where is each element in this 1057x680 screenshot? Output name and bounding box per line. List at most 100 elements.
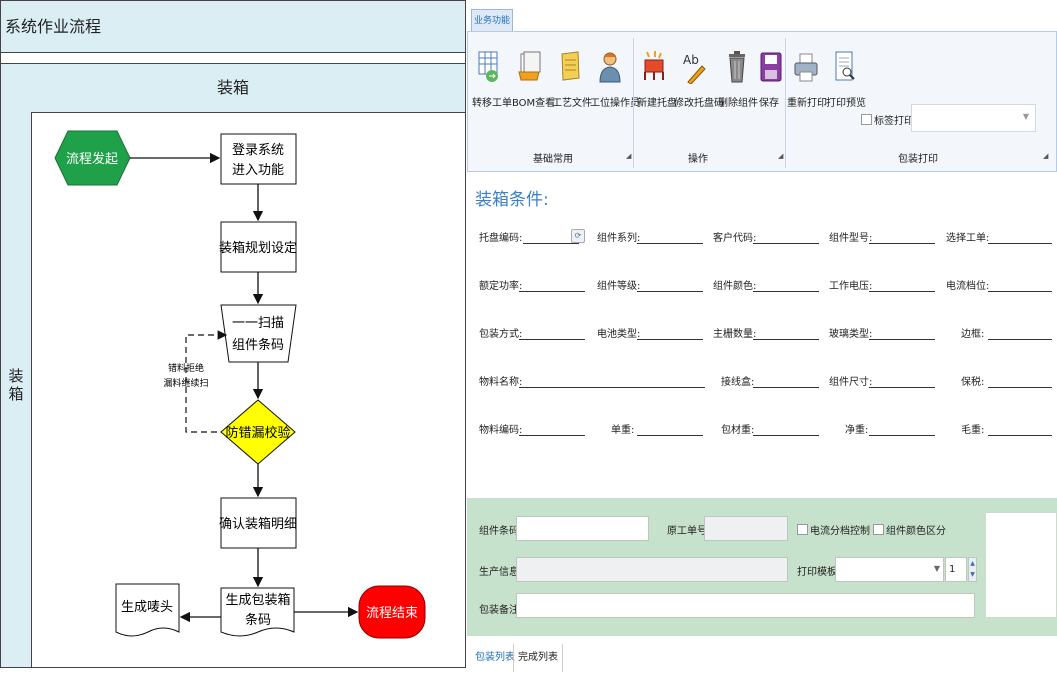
packing-mode-field[interactable]: 包装方式: (479, 325, 587, 343)
working-voltage-field[interactable]: 工作电压: (829, 277, 937, 295)
frame-field[interactable]: 边框: (961, 325, 1054, 343)
operator-icon (599, 52, 621, 83)
trash-icon (729, 51, 745, 83)
rated-power-field[interactable]: 额定功率: (479, 277, 587, 295)
current-level-field[interactable]: 电流档位: (946, 277, 1054, 295)
busbar-count-field[interactable]: 主栅数量: (713, 325, 821, 343)
busbar-count-label: 主栅数量: (713, 329, 757, 340)
refresh-icon[interactable]: ⟳ (571, 229, 585, 243)
junction-box-line (753, 387, 819, 388)
gross-weight-label: 毛重: (961, 425, 985, 436)
flow-loop-note-2: 漏料继续扫 (163, 377, 208, 389)
flow-barcode-label-2: 条码 (245, 612, 271, 628)
tab-business-functions[interactable]: 业务功能 (471, 9, 513, 32)
tab-done-list[interactable]: 完成列表 (513, 644, 563, 672)
junction-box-label: 接线盒: (721, 377, 755, 388)
tax-field[interactable]: 保税: (961, 373, 1054, 391)
working-voltage-line (869, 291, 935, 292)
flow-scan-label-1: 一一扫描 (232, 316, 284, 331)
gross-weight-field[interactable]: 毛重: (961, 421, 1054, 439)
net-weight-field[interactable]: 净重: (845, 421, 937, 439)
ribbon-divider (633, 38, 634, 168)
reprint-button[interactable]: 重新打印 (787, 36, 827, 148)
group-operate-launcher-icon[interactable]: ◢ (778, 152, 784, 160)
flow-lane-side-label: 装箱 (8, 367, 24, 403)
flow-login-label-1: 登录系统 (232, 143, 284, 158)
color-distinguish-checkbox[interactable]: 组件颜色区分 (873, 522, 946, 537)
new-pallet-button[interactable]: 新建托盘 (637, 36, 677, 148)
material-code-field[interactable]: 物料编码: (479, 421, 587, 439)
group-common-launcher-icon[interactable]: ◢ (626, 152, 632, 160)
arrow-down-icon[interactable]: ▼ (970, 571, 975, 578)
station-operator-button[interactable]: 工位操作员 (590, 36, 640, 148)
label-print-checkbox[interactable]: 标签打印 (861, 112, 914, 127)
copies-input[interactable]: 1 (945, 557, 967, 582)
net-weight-line (869, 435, 935, 436)
process-file-label: 工艺文件 (552, 98, 592, 109)
edit-pallet-code-button[interactable]: Ab 修改托盘码 (674, 36, 724, 148)
original-order-input[interactable] (704, 516, 788, 541)
ribbon-tab-bar: 业务功能 (467, 0, 1057, 32)
component-model-field[interactable]: 组件型号: (829, 229, 937, 247)
color-distinguish-label: 组件颜色区分 (886, 526, 946, 537)
packing-note-input[interactable] (516, 593, 975, 618)
customer-code-label: 客户代码: (713, 233, 757, 244)
glass-type-field[interactable]: 玻璃类型: (829, 325, 937, 343)
component-size-label: 组件尺寸: (829, 377, 873, 388)
edit-pallet-code-label: 修改托盘码 (674, 98, 724, 109)
component-barcode-input[interactable] (516, 516, 649, 541)
working-voltage-label: 工作电压: (829, 281, 873, 292)
delete-component-button[interactable]: 删除组件 (718, 36, 758, 148)
component-grade-field[interactable]: 组件等级: (597, 277, 705, 295)
save-button[interactable]: 保存 (758, 36, 782, 148)
glass-type-label: 玻璃类型: (829, 329, 873, 340)
delete-component-label: 删除组件 (718, 98, 758, 109)
select-order-line (988, 243, 1052, 244)
production-info-label: 生产信息: (479, 567, 523, 578)
pack-weight-label: 包材重: (721, 425, 755, 436)
group-print-launcher-icon[interactable]: ◢ (1043, 152, 1049, 160)
material-code-label: 物料编码: (479, 425, 523, 436)
busbar-count-line (753, 339, 819, 340)
packing-note-label: 包装备注: (479, 605, 523, 616)
component-barcode-label: 组件条码: (479, 526, 523, 537)
label-print-select[interactable]: ▼ (911, 104, 1036, 132)
flow-scan-node (220, 304, 297, 363)
junction-box-field[interactable]: 接线盒: (721, 373, 821, 391)
select-order-label: 选择工单: (946, 233, 990, 244)
unit-weight-line (637, 435, 703, 436)
process-file-button[interactable]: 工艺文件 (552, 36, 592, 148)
transfer-order-button[interactable]: 转移工单 (472, 36, 512, 148)
print-preview-button[interactable]: 打印预览 (826, 36, 866, 148)
unit-weight-field[interactable]: 单重: (611, 421, 705, 439)
flow-shipmark-label: 生成唛头 (121, 600, 173, 615)
arrow-up-icon[interactable]: ▲ (970, 560, 975, 567)
rated-power-label: 额定功率: (479, 281, 523, 292)
component-series-line (637, 243, 703, 244)
copies-stepper[interactable]: ▲▼ (968, 557, 977, 582)
component-color-field[interactable]: 组件颜色: (713, 277, 821, 295)
current-grading-checkbox[interactable]: 电流分档控制 (797, 522, 870, 537)
component-size-field[interactable]: 组件尺寸: (829, 373, 937, 391)
component-series-field[interactable]: 组件系列: (597, 229, 705, 247)
net-weight-label: 净重: (845, 425, 869, 436)
cell-type-field[interactable]: 电池类型: (597, 325, 705, 343)
material-name-field[interactable]: 物料名称: (479, 373, 709, 391)
flow-login-label-2: 进入功能 (232, 163, 284, 178)
component-color-label: 组件颜色: (713, 281, 757, 292)
flow-lane-side: 装箱 (1, 112, 32, 667)
bom-view-button[interactable]: BOM查看 (512, 36, 555, 148)
pallet-no-field[interactable]: 托盘编码: (479, 229, 587, 247)
flow-lane-header: 装箱 (1, 63, 465, 113)
customer-code-field[interactable]: 客户代码: (713, 229, 821, 247)
tab-pack-list[interactable]: 包装列表 (475, 652, 515, 663)
select-order-field[interactable]: 选择工单: (946, 229, 1054, 247)
production-info-input[interactable] (516, 557, 788, 582)
flow-loop-note-1: 错料拒绝 (168, 362, 204, 374)
print-template-select[interactable]: ▼ (835, 557, 944, 582)
transfer-order-icon (478, 51, 498, 82)
component-grade-label: 组件等级: (597, 281, 641, 292)
material-code-line (519, 435, 585, 436)
pack-weight-line (753, 435, 819, 436)
pack-weight-field[interactable]: 包材重: (721, 421, 821, 439)
